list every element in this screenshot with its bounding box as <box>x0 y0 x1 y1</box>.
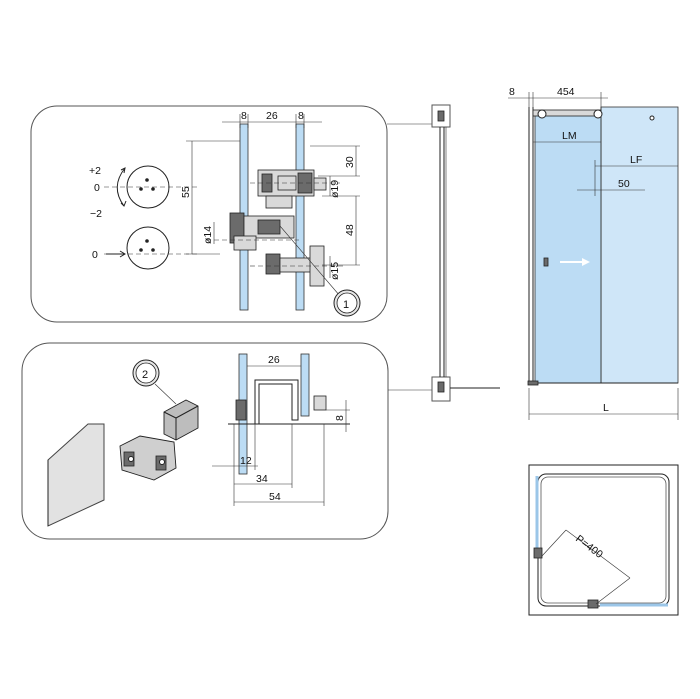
dim-d15-label: ø15 <box>329 262 341 280</box>
iso-glass-panel <box>47 423 105 527</box>
dim-30: 30 <box>310 145 360 177</box>
callout-1: 1 <box>279 225 361 317</box>
dim-elev-l: L <box>528 388 679 420</box>
dim-8-right: 8 <box>298 110 304 122</box>
glass-right-bottom <box>300 353 310 417</box>
dim-26: 26 <box>266 110 278 122</box>
dim-bottom-8: 8 <box>326 400 350 432</box>
dim-elev-l-label: L <box>603 402 609 414</box>
iso-cap-block <box>163 399 199 441</box>
elevation-sliding-glass <box>534 114 602 384</box>
hinge-upper <box>250 169 340 209</box>
dim-elev-lm-label: LM <box>562 130 577 142</box>
plan-view: P=400 <box>528 464 679 616</box>
dim-elev-lf: LF <box>595 154 678 167</box>
dim-elev-8-454: 8 454 <box>508 86 608 110</box>
dim-bottom-26-label: 26 <box>268 354 280 366</box>
dim-elev-50-label: 50 <box>618 178 630 190</box>
rot-plus-2: +2 <box>89 165 101 177</box>
dim-bottom-34-label: 34 <box>256 473 268 485</box>
dim-d15: ø15 <box>329 256 341 280</box>
bottom-detail-panel: 26 8 12 34 54 <box>21 342 389 540</box>
dim-d14-label: ø14 <box>202 226 214 244</box>
dim-bottom-26: 26 <box>247 354 301 367</box>
rot-0-bottom: 0 <box>92 249 98 261</box>
iso-floor-guide <box>119 435 177 481</box>
dim-elev-50: 50 <box>577 160 645 196</box>
dim-d14: ø14 <box>202 222 215 244</box>
dim-elev-lf-label: LF <box>630 154 642 166</box>
dim-55-label: 55 <box>180 186 192 198</box>
elevation-fixed-glass <box>600 106 679 384</box>
dim-bottom-12-label: 12 <box>240 455 252 467</box>
floor-guide-bracket <box>235 379 327 424</box>
rot-minus-2: −2 <box>90 208 102 220</box>
dim-bottom-12-34-54: 12 34 54 <box>212 424 325 506</box>
dim-top-8-26-8: 8 26 8 <box>222 110 322 128</box>
dim-48: 48 <box>322 195 360 266</box>
dim-elev-lm: LM <box>533 130 601 143</box>
rot-0-top: 0 <box>94 182 100 194</box>
dim-8-left: 8 <box>241 110 247 122</box>
top-detail-panel: 8 26 8 +2 0 −2 0 <box>30 105 388 323</box>
dim-d19-label: ø19 <box>329 180 341 198</box>
dim-bottom-8-label: 8 <box>334 415 346 421</box>
callout-2-label: 2 <box>142 369 148 381</box>
dim-30-label: 30 <box>344 156 356 168</box>
glass-right <box>295 123 305 311</box>
dim-bottom-54-label: 54 <box>269 491 281 503</box>
dim-d19: ø19 <box>329 176 341 198</box>
dim-55: 55 <box>180 140 240 255</box>
callout-1-label: 1 <box>343 299 349 311</box>
dim-elev-454-label: 454 <box>557 86 575 98</box>
rotation-knob-bottom: 0 <box>92 226 200 270</box>
rotation-knob-top: +2 0 −2 <box>89 165 200 220</box>
hinge-middle <box>206 212 300 251</box>
dim-elev-8-label: 8 <box>509 86 515 98</box>
section-column <box>387 104 500 402</box>
elevation-view: 8 454 LM LF 50 L <box>508 86 679 420</box>
dim-48-label: 48 <box>344 224 356 236</box>
hinge-lower <box>250 245 345 287</box>
callout-2: 2 <box>132 359 177 405</box>
